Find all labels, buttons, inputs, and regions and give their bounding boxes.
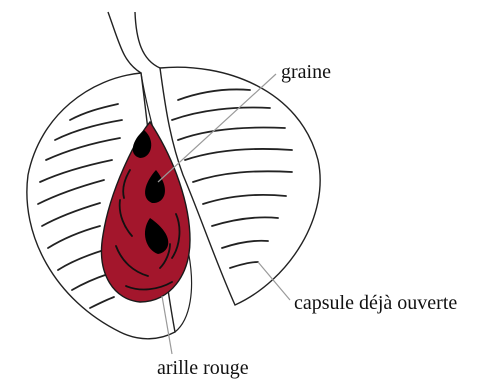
label-aril: arille rouge bbox=[157, 358, 249, 378]
stem bbox=[108, 12, 160, 73]
label-capsule: capsule déjà ouverte bbox=[294, 293, 457, 313]
label-seed: graine bbox=[281, 62, 331, 82]
